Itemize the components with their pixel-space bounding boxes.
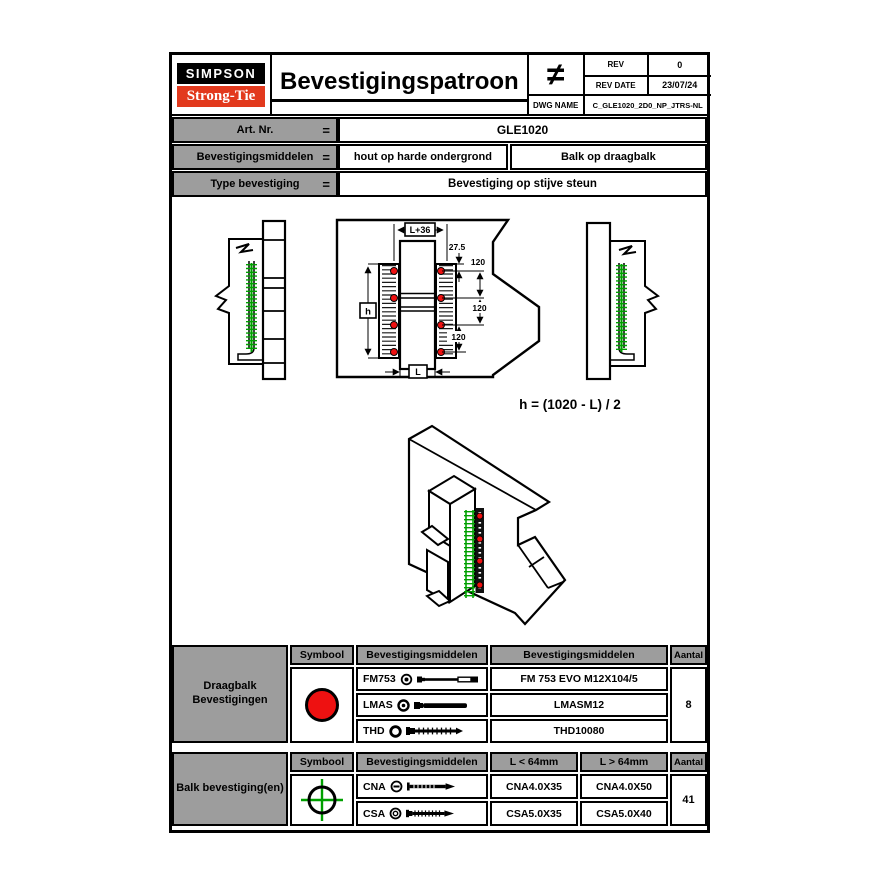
simpson-strongtie-logo: SIMPSON Strong-Tie bbox=[172, 55, 272, 114]
fastener-thd: THD bbox=[356, 719, 488, 743]
red-circle-icon bbox=[305, 688, 339, 722]
fm753-washer-icon bbox=[400, 673, 412, 685]
crosshair-icon bbox=[301, 779, 343, 821]
side-view-right bbox=[585, 221, 661, 381]
dim-27-label: 27.5 bbox=[449, 242, 466, 252]
dim-top bbox=[393, 222, 448, 261]
fastener-lmas-name: LMASM12 bbox=[490, 693, 668, 717]
anchor-dots-iso bbox=[476, 512, 484, 589]
dim-l-label: L bbox=[415, 367, 421, 377]
csa-small-value: CSA5.0X35 bbox=[490, 801, 578, 826]
table1-header-aantal: Aantal bbox=[670, 645, 707, 665]
height-formula: h = (1020 - L) / 2 bbox=[519, 397, 621, 412]
logo-strongtie: Strong-Tie bbox=[177, 85, 265, 107]
cna-small-value: CNA4.0X35 bbox=[490, 774, 578, 799]
symbol-red-circle bbox=[290, 667, 354, 743]
info-table: Art. Nr. = GLE1020 Bevestigingsmiddelen = … bbox=[172, 116, 707, 201]
dwg-name-value: C_GLE1020_2D0_NP_JTRS-NL bbox=[582, 94, 711, 114]
technical-drawing: L+36 L h 27.5 120 120 120 h = (1020 - L)… bbox=[213, 218, 661, 626]
table1-header-middelen-2: Bevestigingsmiddelen bbox=[490, 645, 668, 665]
table2-aantal-value: 41 bbox=[670, 774, 707, 826]
not-equal-symbol: ≠ bbox=[546, 56, 565, 93]
lmas-washer-icon bbox=[397, 698, 410, 712]
csa-large-value: CSA5.0X40 bbox=[580, 801, 668, 826]
title-block: SIMPSON Strong-Tie Bevestigingspatroon ≠… bbox=[172, 55, 711, 116]
equals-sign: = bbox=[322, 176, 330, 192]
front-view bbox=[335, 218, 541, 379]
type-value: Bevestiging op stijve steun bbox=[338, 171, 707, 197]
equals-sign: = bbox=[322, 122, 330, 138]
info-row-middelen: Bevestigingsmiddelen = hout op harde onde… bbox=[172, 144, 707, 170]
dim-120-label-3: 120 bbox=[451, 332, 465, 342]
dim-h-label: h bbox=[365, 307, 371, 318]
art-nr-label: Art. Nr. bbox=[236, 124, 274, 136]
fastener-thd-name: THD10080 bbox=[490, 719, 668, 743]
table1-header-middelen-1: Bevestigingsmiddelen bbox=[356, 645, 488, 665]
lmas-bolt-icon bbox=[413, 701, 467, 709]
table1-aantal-value: 8 bbox=[670, 667, 707, 743]
fastener-lmas: LMAS bbox=[356, 693, 488, 717]
technical-drawing-area: L+36 L h 27.5 120 120 120 h = (1020 - L)… bbox=[172, 201, 707, 644]
dim-120-label-1: 120 bbox=[471, 257, 485, 267]
csa-screw-icon bbox=[406, 809, 455, 818]
fastener-csa: CSA bbox=[356, 801, 488, 826]
cna-nail-icon bbox=[406, 782, 455, 791]
info-row-type: Type bevestiging = Bevestiging op stijve … bbox=[172, 171, 707, 197]
fastener-cna: CNA bbox=[356, 774, 488, 799]
dim-bottom bbox=[385, 364, 450, 379]
cna-large-value: CNA4.0X50 bbox=[580, 774, 668, 799]
table1-header-symbool: Symbool bbox=[290, 645, 354, 665]
table2-header-middelen: Bevestigingsmiddelen bbox=[356, 752, 488, 772]
isometric-view bbox=[407, 424, 567, 626]
table2-row-label: Balk bevestiging(en) bbox=[172, 752, 288, 826]
revision-table: ≠ REV 0 REV DATE 23/07/24 DWG NAME C_GLE… bbox=[526, 55, 711, 114]
dim-top-label: L+36 bbox=[410, 225, 431, 235]
equals-sign: = bbox=[322, 149, 330, 165]
thd-washer-icon bbox=[388, 724, 402, 738]
fastener-fm753: FM753 bbox=[356, 667, 488, 691]
type-label: Type bevestiging bbox=[210, 178, 300, 190]
table1-row-label: Draagbalk Bevestigingen bbox=[172, 645, 288, 743]
csa-head-icon bbox=[389, 807, 402, 820]
rev-value: 0 bbox=[646, 55, 711, 75]
dwg-name-label: DWG NAME bbox=[528, 94, 583, 114]
page-title: Bevestigingspatroon bbox=[272, 55, 527, 114]
dim-h bbox=[359, 263, 379, 359]
side-view-left bbox=[213, 219, 287, 381]
table2-header-large: L > 64mm bbox=[580, 752, 668, 772]
table2-header-small: L < 64mm bbox=[490, 752, 578, 772]
thd-screw-icon bbox=[405, 727, 463, 735]
rev-label: REV bbox=[582, 55, 647, 75]
art-nr-value: GLE1020 bbox=[338, 117, 707, 143]
rev-date-label: REV DATE bbox=[582, 74, 647, 95]
table-balk-bevestigingen: Balk bevestiging(en) Symbool Bevestiging… bbox=[172, 752, 707, 830]
symbol-crosshair bbox=[290, 774, 354, 826]
anchor-dots bbox=[390, 267, 445, 356]
drawing-sheet: SIMPSON Strong-Tie Bevestigingspatroon ≠… bbox=[169, 52, 711, 833]
info-row-art: Art. Nr. = GLE1020 bbox=[172, 117, 707, 143]
middelen-label: Bevestigingsmiddelen bbox=[196, 151, 314, 163]
logo-simpson: SIMPSON bbox=[177, 62, 265, 84]
fastener-fm753-name: FM 753 EVO M12X104/5 bbox=[490, 667, 668, 691]
fm753-bolt-icon bbox=[416, 675, 478, 682]
middelen-value-2: Balk op draagbalk bbox=[509, 144, 707, 170]
table2-header-symbool: Symbool bbox=[290, 752, 354, 772]
middelen-value-1: hout op harde ondergrond bbox=[338, 144, 508, 170]
cna-head-icon bbox=[390, 780, 403, 793]
table2-header-aantal: Aantal bbox=[670, 752, 707, 772]
rev-date-value: 23/07/24 bbox=[646, 74, 711, 95]
dim-120-label-2: 120 bbox=[472, 303, 486, 313]
table-draagbalk-bevestigingen: Draagbalk Bevestigingen Symbool Bevestig… bbox=[172, 645, 707, 749]
